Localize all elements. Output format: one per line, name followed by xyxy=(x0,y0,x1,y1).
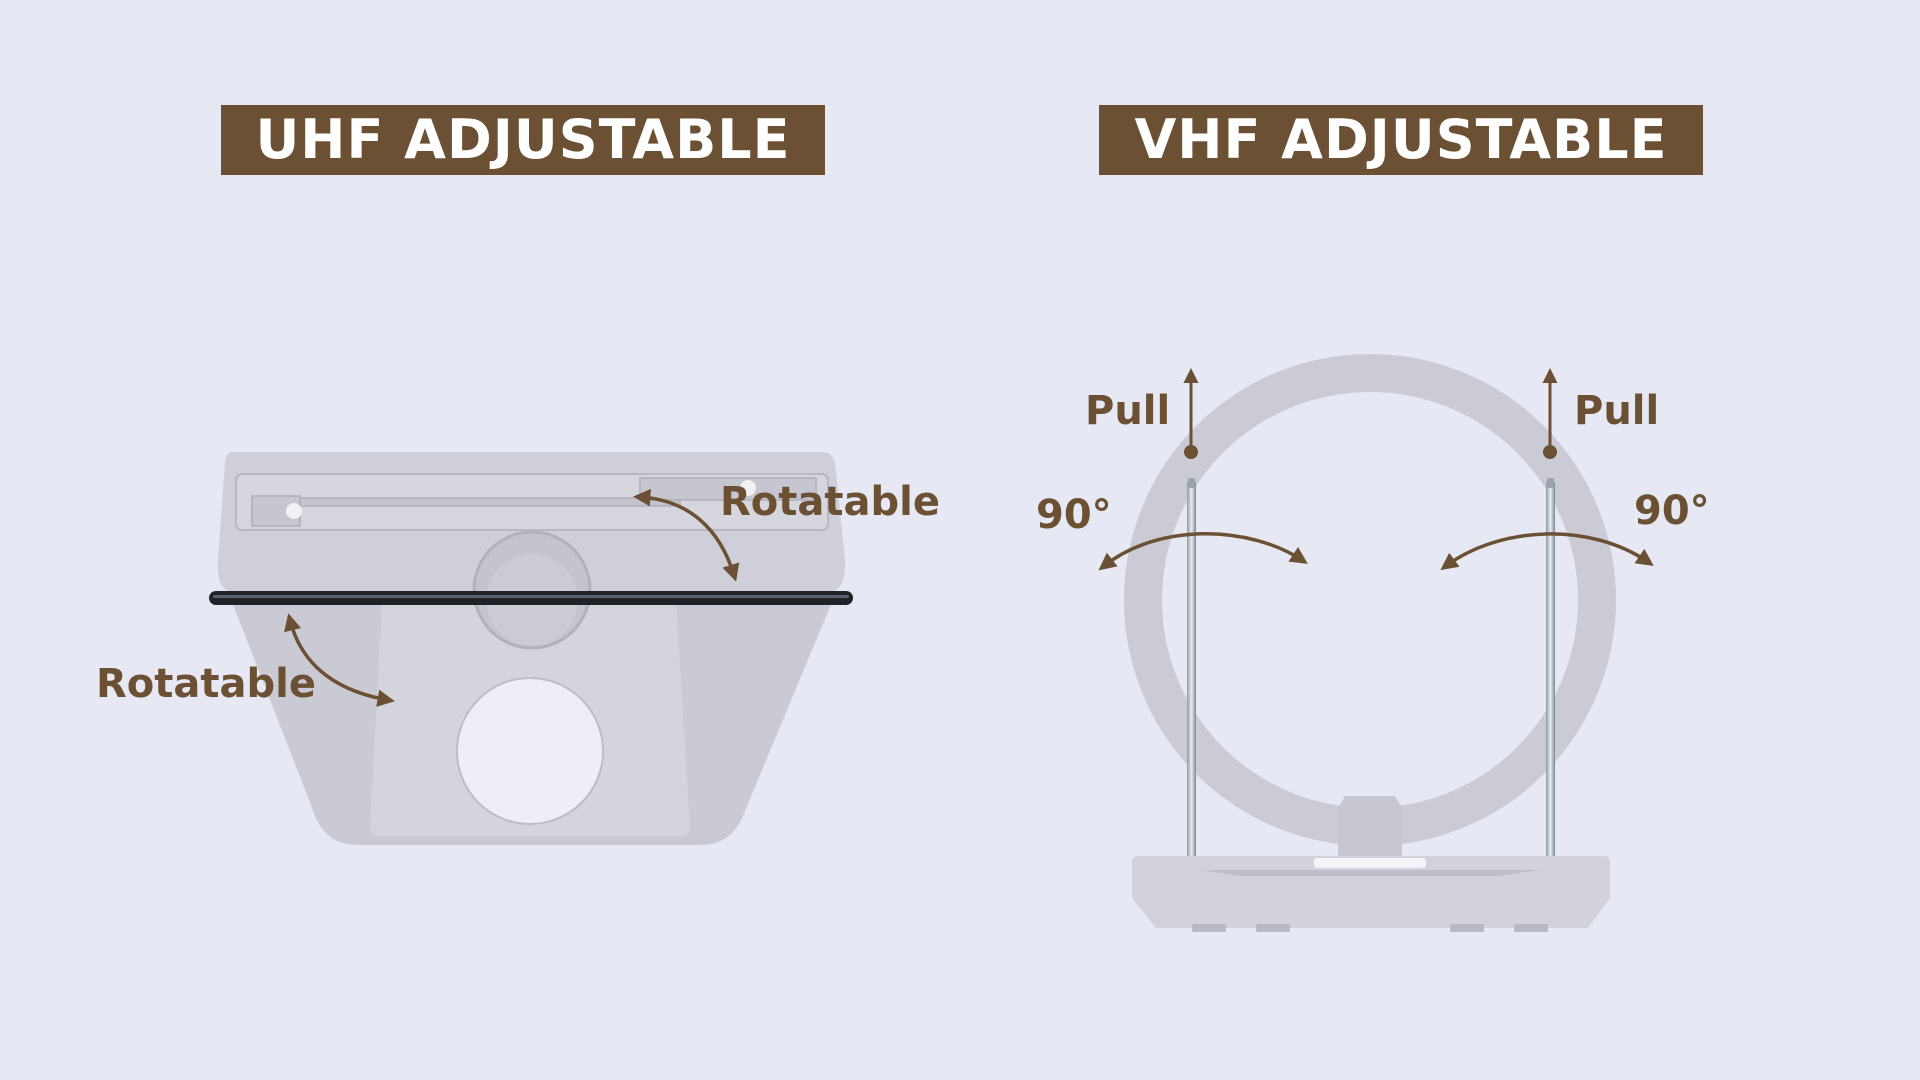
vhf-foot-3 xyxy=(1450,924,1484,932)
vhf-swing-arrow-right xyxy=(1440,532,1654,571)
vhf-rod-right-tip xyxy=(1547,478,1554,488)
vhf-base-highlight xyxy=(1314,858,1426,868)
uhf-title-banner: UHF ADJUSTABLE xyxy=(221,105,825,175)
vhf-antenna-device xyxy=(1124,354,1616,932)
uhf-ring-highlight xyxy=(213,595,849,598)
vhf-pull-label-right: Pull xyxy=(1574,388,1659,434)
vhf-rod-right xyxy=(1546,482,1555,856)
uhf-left-rotate-arrow xyxy=(284,613,395,707)
uhf-mount-hole xyxy=(456,677,604,825)
uhf-rotatable-label-left: Rotatable xyxy=(96,661,316,707)
vhf-swing-arrow-left xyxy=(1098,532,1308,571)
vhf-loop-neck xyxy=(1338,796,1402,860)
vhf-pull-label-left: Pull xyxy=(1085,388,1170,434)
vhf-foot-2 xyxy=(1256,924,1290,932)
uhf-slot xyxy=(299,497,681,507)
vhf-title-banner: VHF ADJUSTABLE xyxy=(1099,105,1703,175)
vhf-angle-label-right: 90° xyxy=(1634,488,1710,534)
vhf-foot-4 xyxy=(1514,924,1548,932)
vhf-rod-left xyxy=(1187,482,1196,856)
vhf-pull-dot-left xyxy=(1184,445,1198,459)
vhf-base-top-ridge xyxy=(1200,870,1540,876)
uhf-screw-left xyxy=(286,503,302,519)
uhf-screw-right xyxy=(740,480,756,496)
uhf-top-rotate-arrow xyxy=(633,488,740,582)
vhf-foot-1 xyxy=(1192,924,1226,932)
vhf-angle-label-left: 90° xyxy=(1036,492,1112,538)
vhf-rod-left-tip xyxy=(1188,478,1195,488)
vhf-pull-dot-right xyxy=(1543,445,1557,459)
uhf-rotatable-label-top: Rotatable xyxy=(720,479,940,525)
vhf-loop xyxy=(1124,354,1616,846)
